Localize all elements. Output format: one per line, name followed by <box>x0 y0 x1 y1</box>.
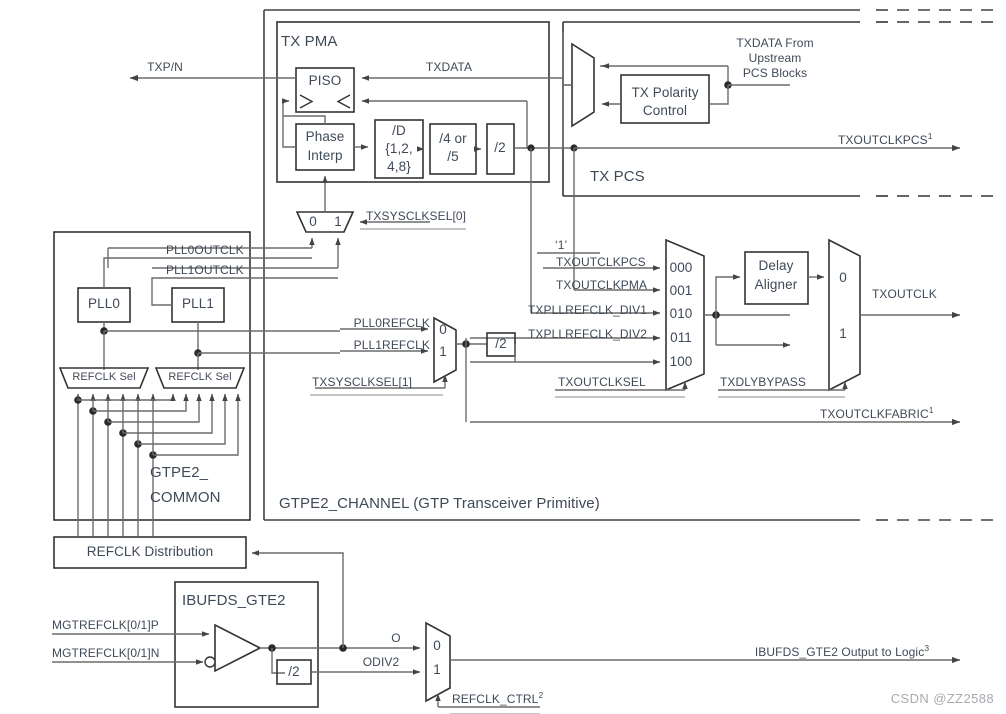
signal-ibufds-odiv2: ODIV2 <box>362 655 400 669</box>
mux-txsysclksel1-port-1: 1 <box>439 344 447 359</box>
signal-txpllrefclk-div1: TXPLLREFCLK_DIV1 <box>528 303 647 317</box>
region-title-tx-pcs: TX PCS <box>590 168 645 185</box>
mux-txoutclksel-port-010: 010 <box>669 306 693 321</box>
signal-ibufds-o: O <box>391 631 401 645</box>
signal-ibufds-output-to-logic-text: IBUFDS_GTE2 Output to Logic <box>754 645 925 659</box>
mux-txsysclksel0-port-1: 1 <box>334 214 342 229</box>
block-tx-polarity-line2: Control <box>642 103 688 118</box>
block-div-d-line2: {1,2, <box>385 141 413 156</box>
block-phase-interp-line2: Interp <box>307 148 343 163</box>
signal-txoutclkfabric-footnote: 1 <box>928 405 934 415</box>
signal-txoutclkpma: TXOUTCLKPMA <box>556 278 648 292</box>
block-div2-ibufds: /2 <box>288 664 300 679</box>
mux-txsysclksel0-port-0: 0 <box>309 214 317 229</box>
signal-pll1outclk: PLL1OUTCLK <box>166 263 244 277</box>
signal-refclk-ctrl-footnote: 2 <box>538 690 544 700</box>
signal-const-one: ‘1’ <box>555 238 568 252</box>
signal-refclk-ctrl: REFCLK_CTRL2 <box>452 690 543 706</box>
signal-ibufds-output-to-logic: IBUFDS_GTE2 Output to Logic3 <box>755 643 929 659</box>
signal-txpllrefclk-div2: TXPLLREFCLK_DIV2 <box>528 327 647 341</box>
mux-txoutclksel-port-011: 011 <box>670 330 692 345</box>
signal-txsysclksel1: TXSYSCLKSEL[1] <box>312 375 413 389</box>
signal-txsysclksel0: TXSYSCLKSEL[0] <box>366 209 467 223</box>
block-refclk-distribution: REFCLK Distribution <box>86 544 214 559</box>
signal-txdata-upstream-line2: Upstream <box>748 51 802 65</box>
block-pll0-label: PLL0 <box>88 296 120 311</box>
signal-mgtrefclk-n: MGTREFCLK[0/1]N <box>52 646 160 660</box>
signal-mgtrefclk-p: MGTREFCLK[0/1]P <box>52 618 159 632</box>
block-delay-aligner-line1: Delay <box>758 258 794 273</box>
mux-refclk-ctrl-port-1: 1 <box>433 662 441 677</box>
signal-pll0outclk: PLL0OUTCLK <box>166 243 244 257</box>
block-delay-aligner-line2: Aligner <box>754 277 798 292</box>
mux-txdlybypass-port-1: 1 <box>839 326 847 341</box>
block-div2-refclk: /2 <box>495 336 507 351</box>
signal-txdata-upstream-line1: TXDATA From <box>736 36 814 50</box>
signal-txpn: TXP/N <box>147 60 183 74</box>
mux-txsysclksel1-port-0: 0 <box>439 322 447 337</box>
signal-txoutclksel: TXOUTCLKSEL <box>558 375 646 389</box>
mux-txoutclksel-port-000: 000 <box>669 260 693 275</box>
region-title-tx-pma: TX PMA <box>281 33 338 50</box>
block-piso-label: PISO <box>308 73 342 88</box>
mux-txdlybypass-port-0: 0 <box>839 270 847 285</box>
mux-refclk-ctrl-port-0: 0 <box>433 638 441 653</box>
signal-txoutclkpcs-output: TXOUTCLKPCS1 <box>838 131 933 147</box>
signal-txdata-upstream-line3: PCS Blocks <box>742 66 808 80</box>
signal-txoutclkfabric-text: TXOUTCLKFABRIC <box>820 407 929 421</box>
block-tx-polarity-line1: TX Polarity <box>631 85 699 100</box>
block-div-d-line1: /D <box>392 123 406 138</box>
signal-ibufds-output-to-logic-footnote: 3 <box>924 643 930 653</box>
block-div45-line2: /5 <box>447 149 459 164</box>
block-phase-interp-line1: Phase <box>305 129 345 144</box>
block-div45-line1: /4 or <box>439 131 467 146</box>
mux-txoutclksel-port-100: 100 <box>669 354 693 369</box>
signal-txoutclkpcs-output-text: TXOUTCLKPCS <box>838 133 928 147</box>
signal-txoutclkpcs-input: TXOUTCLKPCS <box>556 255 646 269</box>
block-div-d-line3: 4,8} <box>387 159 411 174</box>
region-title-gtpe2-common-line2: COMMON <box>150 489 221 506</box>
region-title-gtpe2-channel: GTPE2_CHANNEL (GTP Transceiver Primitive… <box>279 495 600 512</box>
signal-pll0refclk: PLL0REFCLK <box>353 316 430 330</box>
block-div2-pma: /2 <box>494 140 506 155</box>
mux-txoutclksel-port-001: 001 <box>669 283 693 298</box>
signal-txoutclkfabric: TXOUTCLKFABRIC1 <box>820 405 934 421</box>
region-title-gtpe2-common-line1: GTPE2_ <box>150 464 209 481</box>
block-refclk-sel-0: REFCLK Sel <box>72 371 136 383</box>
watermark: CSDN @ZZ2588 <box>890 691 994 706</box>
signal-txdata: TXDATA <box>425 60 473 74</box>
signal-txdlybypass: TXDLYBYPASS <box>720 375 807 389</box>
signal-txoutclkpcs-output-footnote: 1 <box>927 131 933 141</box>
block-pll1-label: PLL1 <box>182 296 214 311</box>
block-ibufds-gte2: IBUFDS_GTE2 <box>182 592 286 609</box>
signal-pll1refclk: PLL1REFCLK <box>353 338 430 352</box>
signal-txoutclk: TXOUTCLK <box>872 287 937 301</box>
signal-refclk-ctrl-text: REFCLK_CTRL <box>452 692 539 706</box>
block-refclk-sel-1: REFCLK Sel <box>168 371 232 383</box>
